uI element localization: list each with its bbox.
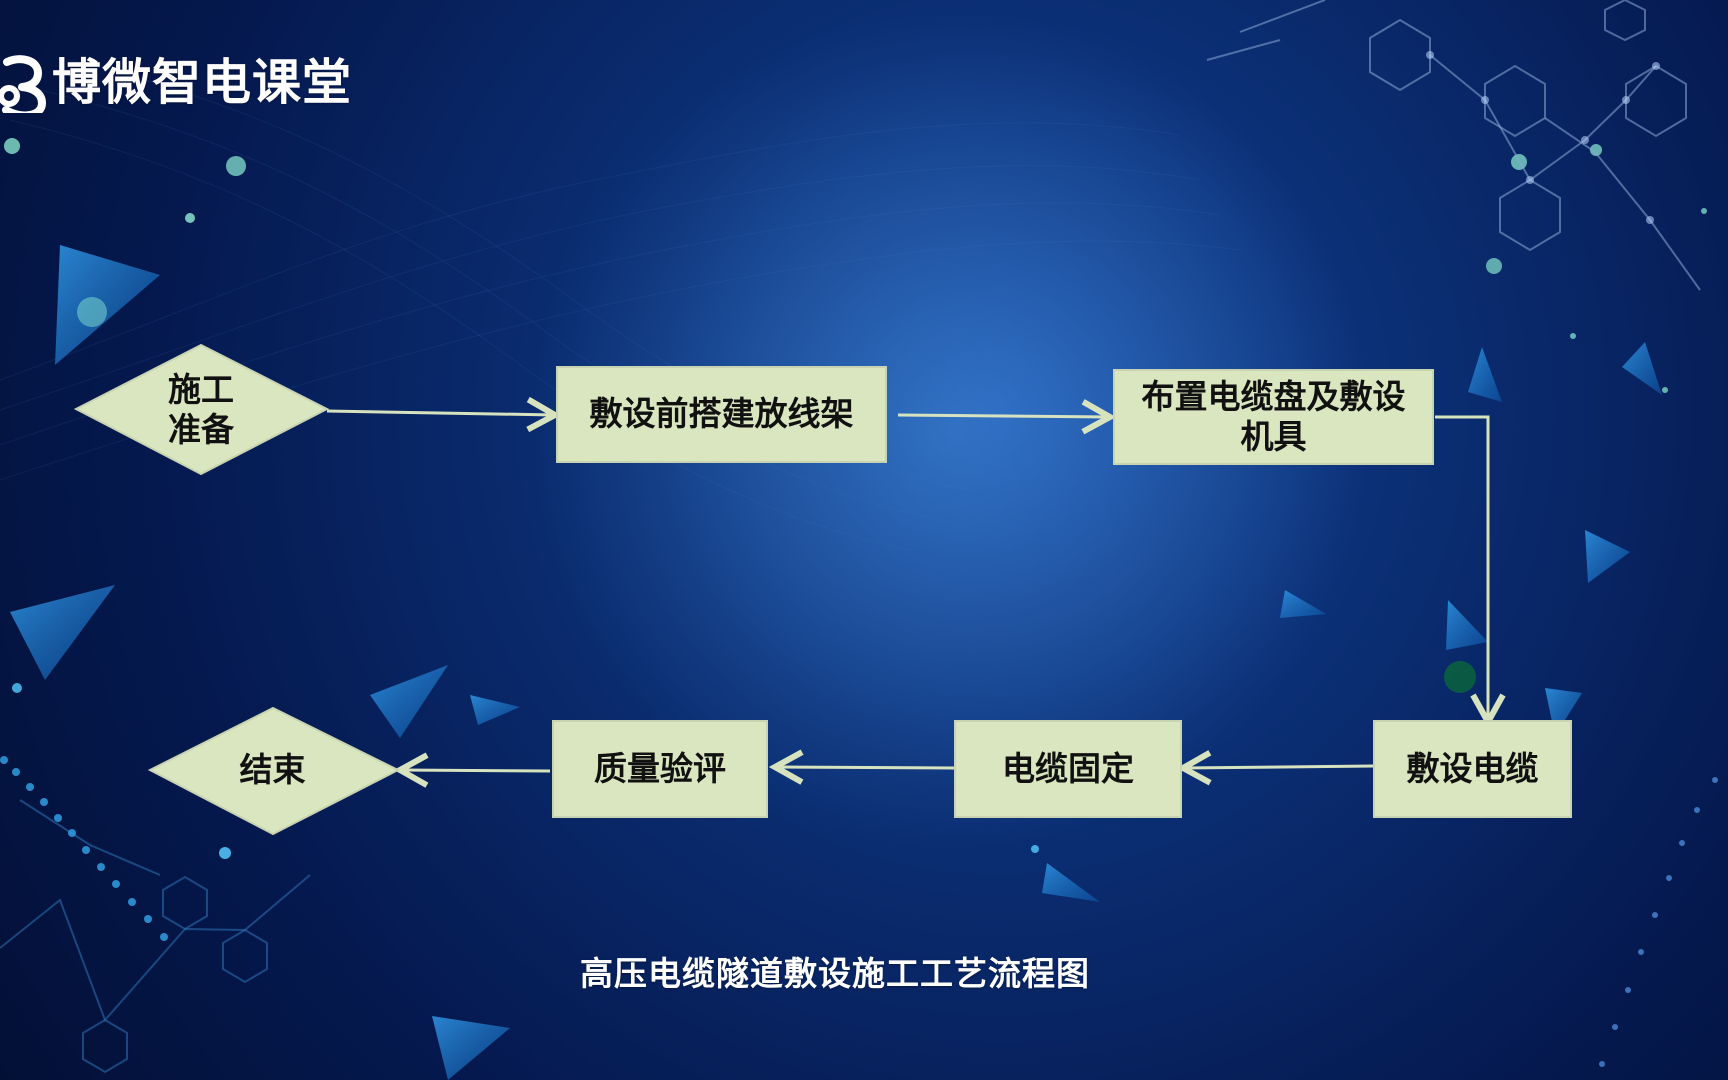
flow-arrow-quality-to-end: [400, 770, 551, 771]
arrange-node-label: 布置电缆盘及敷设 机具: [1141, 376, 1406, 456]
flow-arrow-lay-to-fix: [1183, 766, 1375, 768]
flow-arrow-arrange-to-lay: [1435, 415, 1488, 722]
flowchart-caption: 高压电缆隧道敷设施工工艺流程图: [580, 954, 1090, 993]
fix-node-label: 电缆固定: [1002, 748, 1134, 788]
quality-node-shape: [552, 720, 768, 818]
prep-node-label: 敷设前搭建放线架: [589, 394, 854, 434]
lay-node-label: 敷设电缆: [1406, 748, 1539, 788]
end-node-shape: [147, 706, 401, 836]
fix-node-shape: [954, 720, 1182, 818]
brand-mark-icon: [0, 55, 46, 113]
brand-logo: 博微智电课堂: [0, 42, 352, 122]
flow-arrow-start-to-prep: [326, 411, 555, 415]
flow-arrow-prep-to-arrange: [897, 415, 1110, 417]
quality-node-label: 质量验评: [594, 748, 726, 788]
prep-node-shape: [556, 366, 887, 463]
brand-name: 博微智电课堂: [52, 53, 353, 111]
flow-arrow-fix-to-quality: [775, 767, 956, 768]
end-node-label: 结束: [239, 749, 306, 789]
arrange-node-shape: [1113, 369, 1434, 465]
lay-node-shape: [1373, 720, 1572, 818]
start-node-label: 施工 准备: [168, 369, 234, 449]
start-node-shape: [73, 343, 330, 476]
